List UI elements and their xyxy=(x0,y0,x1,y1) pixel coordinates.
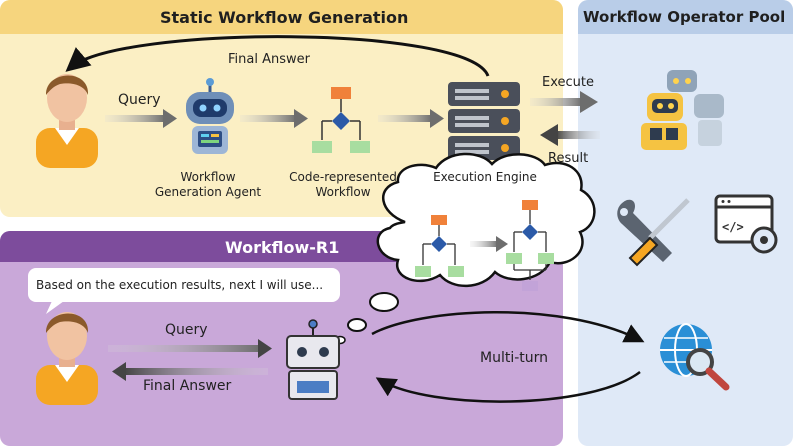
code-workflow-icon xyxy=(312,87,370,153)
cloud-arrow xyxy=(470,236,508,252)
agent-label: Workflow Generation Agent xyxy=(154,170,262,199)
speech-bubble xyxy=(28,268,340,314)
cloud-workflow-after xyxy=(506,200,554,291)
pool-panel-title: Workflow Operator Pool xyxy=(583,8,786,26)
pool-panel-header xyxy=(578,0,793,34)
multi-turn-label: Multi-turn xyxy=(480,350,549,366)
user-avatar-top xyxy=(36,74,98,168)
thought-cloud xyxy=(334,152,596,345)
final-answer-arrow-bottom xyxy=(112,362,268,381)
operator-robots-icon xyxy=(641,70,724,150)
execute-label: Execute xyxy=(542,75,594,90)
code-workflow-label: Code-represented Workflow xyxy=(289,170,397,199)
r1-panel-title: Workflow-R1 xyxy=(225,238,340,257)
workflow-generation-agent-icon xyxy=(186,78,234,154)
query-label-top: Query xyxy=(118,92,161,108)
query-arrow-bottom xyxy=(108,339,272,358)
final-answer-label-top: Final Answer xyxy=(228,52,310,67)
result-arrow xyxy=(540,124,600,146)
final-answer-arrow xyxy=(65,35,490,77)
query-arrow-top xyxy=(105,109,177,128)
execution-engine-icon xyxy=(448,82,520,160)
multi-turn-loop xyxy=(371,311,645,403)
arrow-code-to-engine xyxy=(378,109,444,128)
code-window-icon: </> xyxy=(714,194,778,254)
speech-text: Based on the execution results, next I w… xyxy=(36,278,324,292)
engine-label: Execution Engine xyxy=(433,170,537,184)
workflow-r1-robot xyxy=(286,319,340,400)
user-avatar-bottom xyxy=(36,312,98,405)
cloud-workflow-before xyxy=(415,215,464,277)
execute-arrow xyxy=(530,91,598,113)
tools-icon xyxy=(617,198,690,267)
final-answer-label-bottom: Final Answer xyxy=(143,378,232,394)
query-label-bottom: Query xyxy=(165,322,208,338)
web-search-icon xyxy=(660,323,730,391)
arrow-agent-to-code xyxy=(240,109,308,128)
static-panel-header xyxy=(0,0,563,34)
result-label: Result xyxy=(548,151,589,166)
svg-text:</>: </> xyxy=(722,220,744,234)
static-panel-title: Static Workflow Generation xyxy=(160,8,409,27)
